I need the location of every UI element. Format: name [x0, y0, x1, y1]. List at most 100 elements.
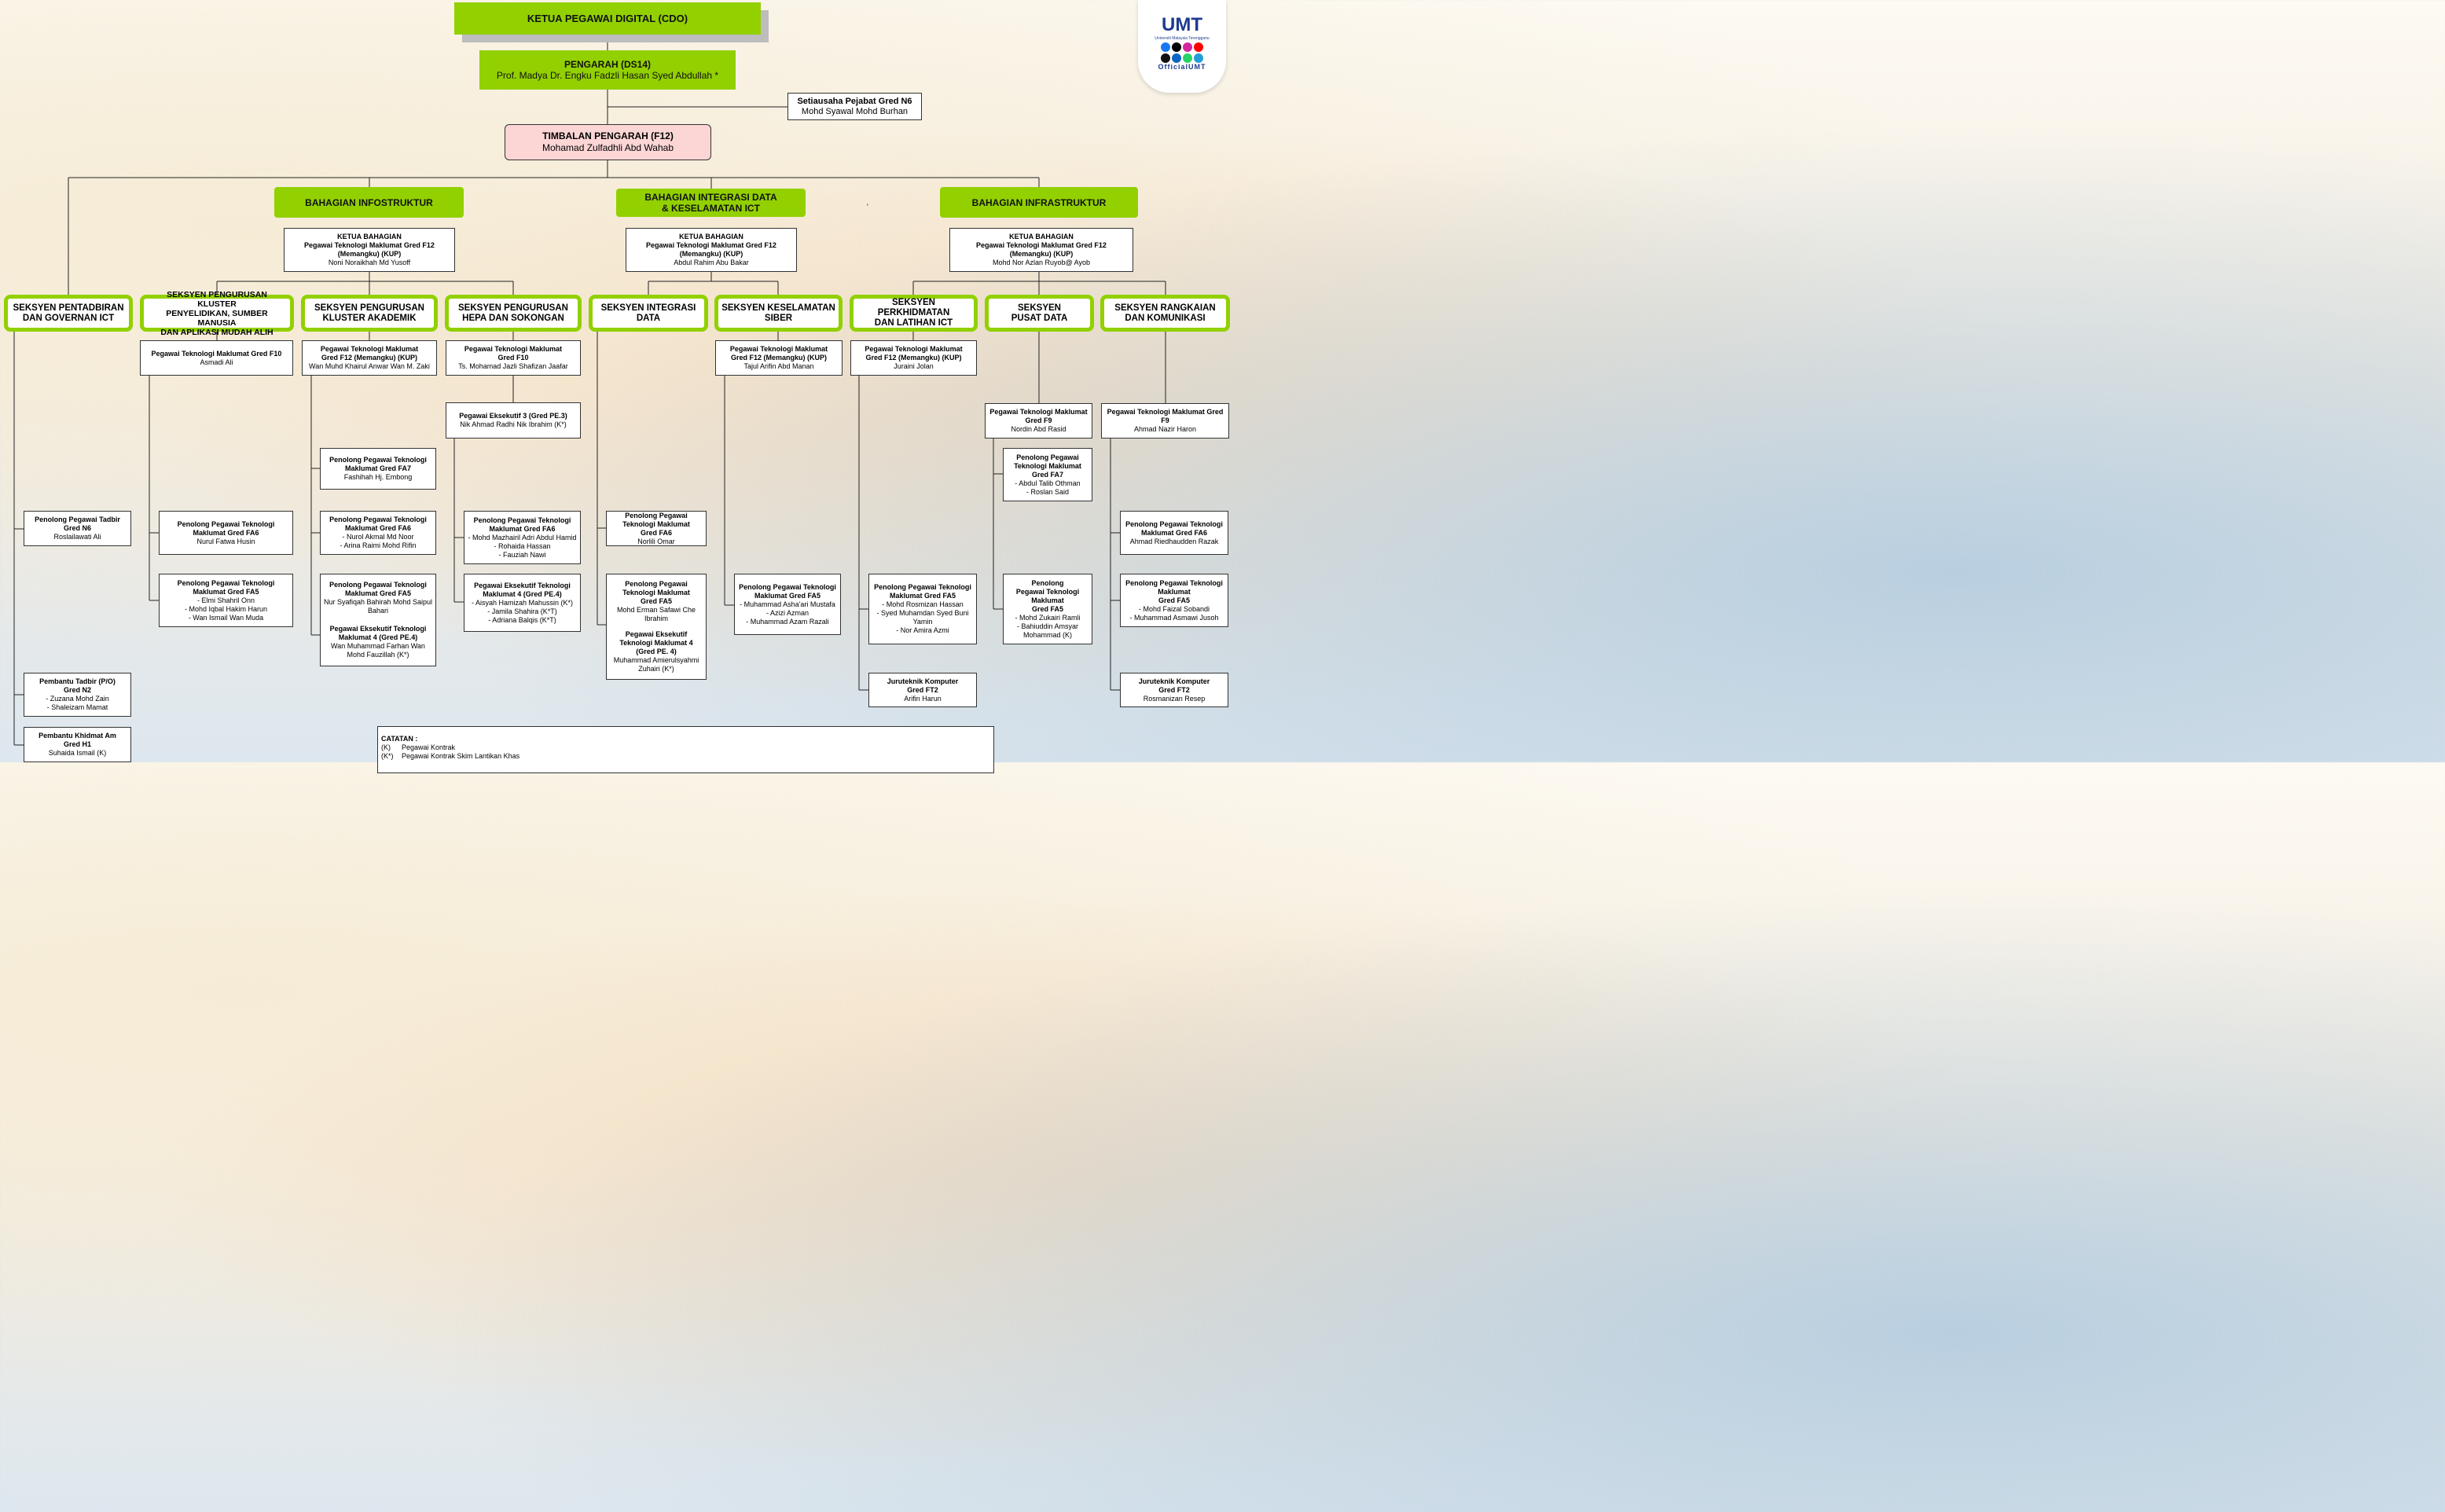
staff-name: Mohd Fauzillah (K*)	[347, 651, 409, 659]
staff-title: Maklumat	[1031, 596, 1064, 604]
social-icons	[1138, 42, 1226, 52]
staff-title: Penolong Pegawai	[625, 511, 688, 519]
section-label-line: SEKSYEN RANGKAIAN	[1114, 303, 1216, 313]
staff-name: - Bahiuddin Amsyar	[1016, 622, 1079, 630]
whatsapp-icon[interactable]	[1183, 53, 1192, 63]
instagram-icon[interactable]	[1183, 42, 1192, 52]
setiausaha-name: Mohd Syawal Mohd Burhan	[801, 106, 909, 116]
staff-title: Penolong	[1031, 578, 1064, 587]
section-label-line: SIBER	[764, 313, 793, 323]
staff-box: Pegawai Eksekutif 3 (Gred PE.3)Nik Ahmad…	[446, 402, 581, 439]
staff-name: - Muhammad Azam Razali	[746, 617, 829, 626]
staff-name: Roslailawati Ali	[53, 533, 101, 541]
staff-name: Wan Muhd Khairul Anwar Wan M. Zaki	[309, 362, 430, 370]
notes-text: Pegawai Kontrak Skim Lantikan Khas	[402, 752, 520, 760]
staff-title: Gred F12 (Memangku) (KUP)	[865, 354, 962, 361]
staff-title: Pegawai Teknologi Maklumat	[729, 345, 828, 353]
division-infrastruktur: BAHAGIAN INFRASTRUKTUR	[940, 187, 1138, 218]
staff-name: Zuhairi (K*)	[638, 665, 674, 673]
notes-code: (K)	[381, 743, 391, 751]
staff-box: Pembantu Tadbir (P/O)Gred N2- Zuzana Moh…	[24, 673, 131, 717]
staff-title: Maklumat Gred FA5	[193, 587, 259, 596]
staff-name: Nordin Abd Rasid	[1011, 425, 1066, 433]
staff-title: Maklumat Gred FA7	[344, 464, 412, 472]
staff-name: Suhaida Ismail (K)	[48, 749, 107, 757]
staff-title: Maklumat Gred FA6	[489, 524, 556, 533]
staff-title: Penolong Pegawai Tadbir	[35, 516, 120, 523]
section-label-line: SEKSYEN	[1018, 303, 1061, 313]
tiktok-icon[interactable]	[1161, 53, 1170, 63]
staff-name: - Azizi Azman	[765, 608, 809, 617]
section-label-line: SEKSYEN PENGURUSAN	[458, 303, 568, 313]
telegram-icon[interactable]	[1194, 53, 1203, 63]
division-infrastruktur-label: BAHAGIAN INFRASTRUKTUR	[971, 196, 1107, 208]
staff-title: Pembantu Khidmat Am	[39, 732, 116, 739]
staff-title: Teknologi Maklumat	[622, 588, 690, 596]
staff-title: Pegawai Teknologi	[1015, 587, 1080, 596]
staff-title: Pegawai Eksekutif	[625, 630, 688, 639]
staff-title: Maklumat	[1158, 587, 1191, 596]
staff-title: Gred FA5	[640, 596, 672, 605]
section-label-line: DAN APLIKASI MUDAH ALIH	[160, 327, 274, 337]
staff-title: Penolong Pegawai Teknologi	[1125, 519, 1223, 528]
linkedin-icon[interactable]	[1172, 53, 1181, 63]
logo-brand: UMT	[1162, 14, 1202, 35]
staff-title: Gred FA6	[640, 528, 672, 537]
head-grade-1: Pegawai Teknologi Maklumat Gred F12	[646, 241, 776, 249]
section-label-line: DAN LATIHAN ICT	[874, 318, 953, 328]
section-label-line: SEKSYEN PENGURUSAN	[314, 303, 424, 313]
timbalan-name: Mohamad Zulfadhli Abd Wahab	[542, 142, 674, 153]
staff-name: - Elmi Shahril Onn	[196, 596, 255, 604]
staff-title: Juruteknik Komputer	[1138, 677, 1210, 685]
staff-title: F9	[1161, 417, 1169, 424]
staff-name: Nur Syafiqah Bahirah Mohd Saipul	[323, 598, 433, 606]
division-integrasi-label-1: BAHAGIAN INTEGRASI DATA	[644, 192, 777, 203]
staff-title: Pegawai Eksekutif Teknologi	[474, 581, 571, 589]
logo-tagline: Universiti Malaysia Terengganu	[1155, 36, 1210, 41]
staff-title: Maklumat Gred FA5	[889, 592, 956, 600]
head-label: KETUA BAHAGIAN	[337, 233, 402, 240]
staff-name: Fashihah Hj. Embong	[343, 473, 413, 481]
staff-title: Pegawai Teknologi Maklumat	[989, 408, 1088, 416]
staff-title: Maklumat 4 (Gred PE.4)	[483, 589, 562, 598]
social-icons-row2	[1138, 53, 1226, 63]
youtube-icon[interactable]	[1194, 42, 1203, 52]
section-label-line: DATA	[636, 313, 661, 323]
staff-title: Teknologi Maklumat	[622, 519, 690, 528]
staff-name: - Muhammad Asha'ari Mustafa	[740, 600, 835, 608]
staff-title: Maklumat Gred FA5	[344, 589, 412, 597]
facebook-icon[interactable]	[1161, 42, 1170, 52]
staff-name: - Mohd Mazhairil Adri Abdul Hamid	[468, 533, 577, 541]
staff-title: Pegawai Teknologi Maklumat Gred	[1107, 408, 1224, 416]
staff-name: - Nor Amira Azmi	[896, 626, 949, 634]
staff-name: Ibrahim	[644, 614, 668, 622]
setiausaha-box: Setiausaha Pejabat Gred N6 Mohd Syawal M…	[787, 93, 922, 120]
section-label-line: SEKSYEN PENTADBIRAN	[13, 303, 124, 313]
timbalan-title: TIMBALAN PENGARAH (F12)	[542, 130, 674, 141]
staff-name: - Roslan Said	[1026, 487, 1070, 496]
staff-title: Gred F12 (Memangku) (KUP)	[730, 354, 827, 361]
staff-title: Penolong Pegawai Teknologi	[739, 582, 836, 591]
notes-heading: CATATAN :	[381, 735, 418, 743]
section-label-line: DAN KOMUNIKASI	[1125, 313, 1206, 323]
staff-name: - Arina Raimi Mohd Rifin	[340, 541, 417, 549]
head-label: KETUA BAHAGIAN	[679, 233, 743, 240]
x-icon[interactable]	[1172, 42, 1181, 52]
